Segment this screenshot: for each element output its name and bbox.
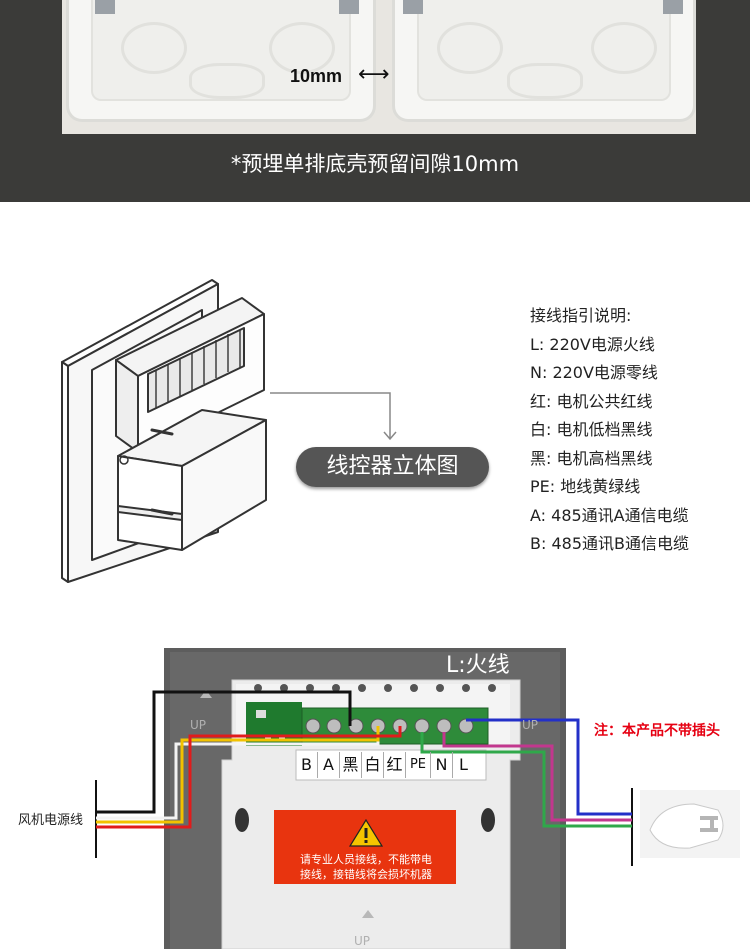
power-plug-icon: [640, 790, 740, 858]
junction-box-right: [392, 0, 696, 122]
gap-label: 10mm: [290, 66, 343, 86]
terminal-label: N: [431, 752, 453, 778]
wiring-legend: 接线指引说明: L: 220V电源火线 N: 220V电源零线 红: 电机公共红…: [530, 302, 745, 559]
warning-text: 请专业人员接线，不能带电 接线，接错线将会损坏机器: [278, 852, 454, 882]
terminal-label: PE: [406, 752, 431, 778]
terminal-labels: B A 黑 白 红 PE N L: [296, 752, 486, 778]
live-wire-label: L:火线: [446, 653, 510, 678]
legend-item: L: 220V电源火线: [530, 334, 655, 354]
fan-power-cable-label: 风机电源线: [18, 813, 84, 828]
wire-magenta: [442, 732, 632, 822]
up-marker: UP: [190, 718, 207, 732]
wire-black: [96, 690, 352, 814]
legend-item: N: 220V电源零线: [530, 363, 658, 382]
legend-item: PE: 地线黄绿线: [530, 477, 641, 496]
wire-green: [420, 732, 632, 828]
legend-item: A: 485通讯A通信电缆: [530, 505, 689, 525]
legend-title: 接线指引说明:: [530, 306, 632, 325]
wire-red: [96, 726, 402, 829]
legend-item: 红: 电机公共红线: [530, 391, 653, 411]
wiring-diagram: [95, 648, 740, 949]
double-arrow-icon: ⟷: [358, 62, 390, 87]
gap-note: *预埋单排底壳预留间隙10mm: [230, 152, 520, 176]
up-marker: UP: [522, 718, 539, 732]
terminal-label: A: [318, 752, 340, 778]
terminal-label: 黑: [340, 752, 362, 778]
legend-item: 黑: 电机高档黑线: [530, 448, 653, 468]
warning-line-1: 请专业人员接线，不能带电: [300, 853, 432, 866]
no-plug-notice: 注：本产品不带插头: [594, 723, 720, 739]
warning-icon: [348, 818, 384, 847]
terminal-label: B: [296, 752, 318, 778]
junction-box-photo: [62, 0, 696, 134]
terminal-label: 红: [384, 752, 406, 778]
legend-item: B: 485通讯B通信电缆: [530, 534, 689, 553]
warning-line-2: 接线，接错线将会损坏机器: [300, 868, 432, 881]
terminal-label: L: [459, 755, 468, 774]
terminal-label: 白: [362, 752, 384, 778]
pointer-line: [270, 392, 397, 441]
junction-box-left: [66, 0, 376, 122]
controller-3d-label: 线控器立体图: [296, 447, 489, 487]
up-marker: UP: [354, 934, 371, 948]
controller-3d-drawing: [61, 279, 267, 583]
legend-item: 白: 电机低档黑线: [530, 420, 653, 439]
wire-blue: [466, 718, 632, 816]
